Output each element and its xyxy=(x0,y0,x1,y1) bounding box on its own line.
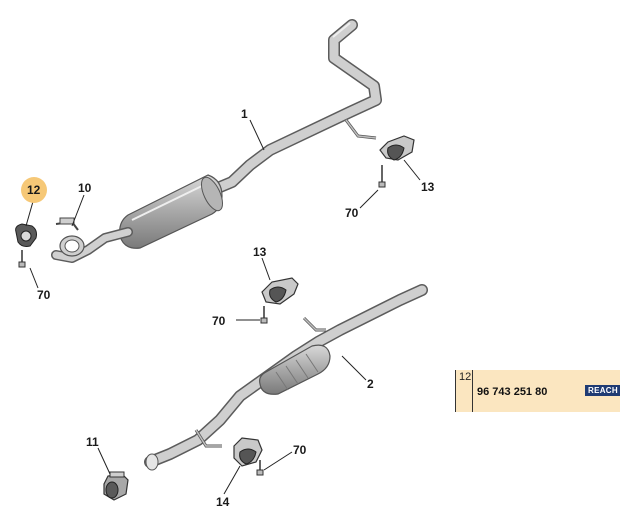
callout-70-middle: 70 xyxy=(212,314,226,328)
callout-2: 2 xyxy=(367,377,374,391)
rubber-mount-part-13-middle xyxy=(260,277,299,324)
rear-silencer-assembly xyxy=(51,19,382,263)
rubber-mount-part-12 xyxy=(15,223,37,268)
clamp-part-11 xyxy=(103,471,129,501)
callout-11: 11 xyxy=(86,435,99,449)
intermediate-pipe-assembly xyxy=(144,284,428,471)
rear-silencer xyxy=(119,174,224,249)
callout-70-left: 70 xyxy=(37,288,51,302)
reach-badge[interactable]: REACH xyxy=(585,385,620,396)
rubber-mount-part-13-upper xyxy=(378,135,415,188)
leader-lines xyxy=(25,119,421,495)
callout-13-upper: 13 xyxy=(421,180,435,194)
callout-70-upper: 70 xyxy=(345,206,359,220)
rubber-mount-part-14 xyxy=(233,437,264,476)
callout-13-middle: 13 xyxy=(253,245,267,259)
callout-1: 1 xyxy=(241,107,248,121)
callout-14: 14 xyxy=(216,495,230,509)
callout-10: 10 xyxy=(78,181,92,195)
callout-70-lower: 70 xyxy=(293,443,307,457)
panel-ref-label: 12 xyxy=(459,371,472,383)
panel-part-number[interactable]: 96 743 251 80 xyxy=(477,386,548,398)
callout-12-highlight xyxy=(21,177,47,203)
catalyst-section xyxy=(259,344,331,395)
panel-divider xyxy=(472,370,473,412)
callout-12: 12 xyxy=(27,183,41,197)
part-reference-panel: 12 96 743 251 80 REACH xyxy=(455,370,620,412)
